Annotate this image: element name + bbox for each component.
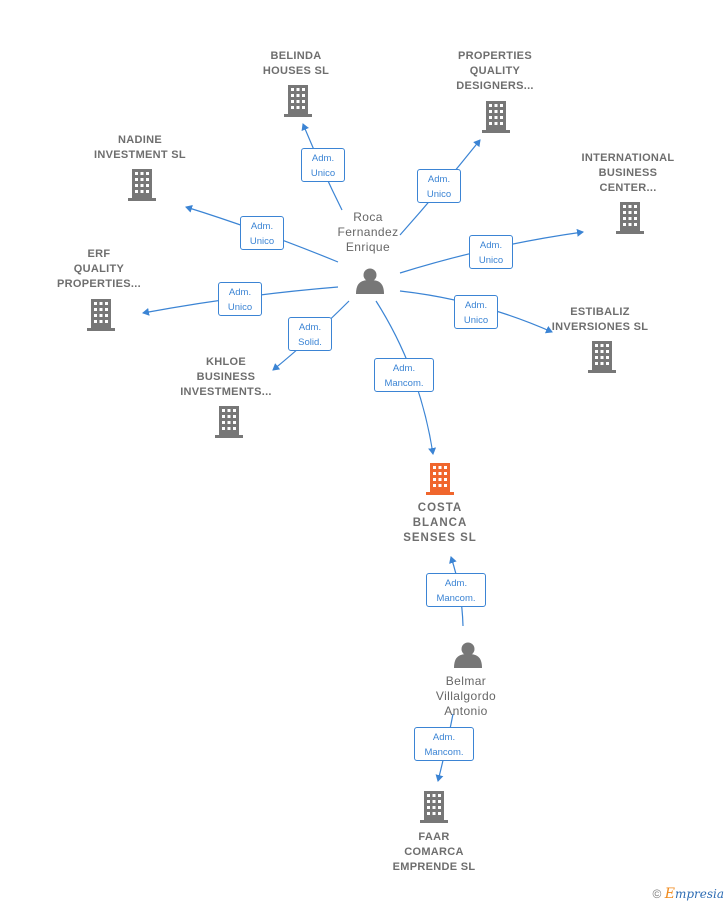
node-label-international[interactable]: INTERNATIONAL BUSINESS CENTER... — [581, 152, 675, 194]
brand-logo[interactable]: © Empresia — [653, 886, 724, 902]
node-label-costa-blanca[interactable]: COSTA BLANCA SENSES SL — [403, 502, 477, 544]
node-label-khloe[interactable]: KHLOE BUSINESS INVESTMENTS... — [180, 356, 272, 398]
node-label-nadine[interactable]: NADINE INVESTMENT SL — [94, 134, 186, 161]
node-label-faar[interactable]: FAAR COMARCA EMPRENDE SL — [392, 831, 476, 873]
building-icon-khloe[interactable] — [215, 406, 243, 438]
node-label-belinda[interactable]: BELINDA HOUSES SL — [262, 50, 330, 77]
edge-label-estibaliz[interactable]: Adm. Unico — [454, 295, 498, 329]
node-label-roca[interactable]: Roca Fernandez Enrique — [337, 210, 399, 254]
building-icon-costa-blanca[interactable] — [426, 463, 454, 495]
copyright-icon: © — [652, 887, 662, 901]
brand-name: mpresia — [674, 887, 724, 901]
edge-label-costa-blanca-roca[interactable]: Adm. Mancom. — [374, 358, 434, 392]
edge-label-costa-blanca-belmar[interactable]: Adm. Mancom. — [426, 573, 486, 607]
person-icon-belmar[interactable] — [454, 642, 482, 669]
building-icon-properties-quality[interactable] — [482, 101, 510, 133]
person-icon-roca[interactable] — [356, 268, 384, 295]
edge-label-erf[interactable]: Adm. Unico — [218, 282, 262, 316]
edge-label-international[interactable]: Adm. Unico — [469, 235, 513, 269]
building-icon-nadine[interactable] — [128, 169, 156, 201]
node-label-properties-quality[interactable]: PROPERTIES QUALITY DESIGNERS... — [456, 50, 534, 92]
building-icon-estibaliz[interactable] — [588, 341, 616, 373]
building-icon-belinda[interactable] — [284, 85, 312, 117]
edge-label-belinda[interactable]: Adm. Unico — [301, 148, 345, 182]
building-icon-international[interactable] — [616, 202, 644, 234]
edge-label-faar[interactable]: Adm. Mancom. — [414, 727, 474, 761]
brand-initial: E — [664, 886, 675, 902]
node-label-erf[interactable]: ERF QUALITY PROPERTIES... — [57, 248, 141, 290]
edge-label-properties-quality[interactable]: Adm. Unico — [417, 169, 461, 203]
building-icon-erf[interactable] — [87, 299, 115, 331]
node-label-belmar[interactable]: Belmar Villalgordo Antonio — [435, 674, 497, 718]
building-icon-faar[interactable] — [420, 791, 448, 823]
node-label-estibaliz[interactable]: ESTIBALIZ INVERSIONES SL — [551, 306, 649, 333]
edge-label-khloe[interactable]: Adm. Solid. — [288, 317, 332, 351]
edge-label-nadine[interactable]: Adm. Unico — [240, 216, 284, 250]
